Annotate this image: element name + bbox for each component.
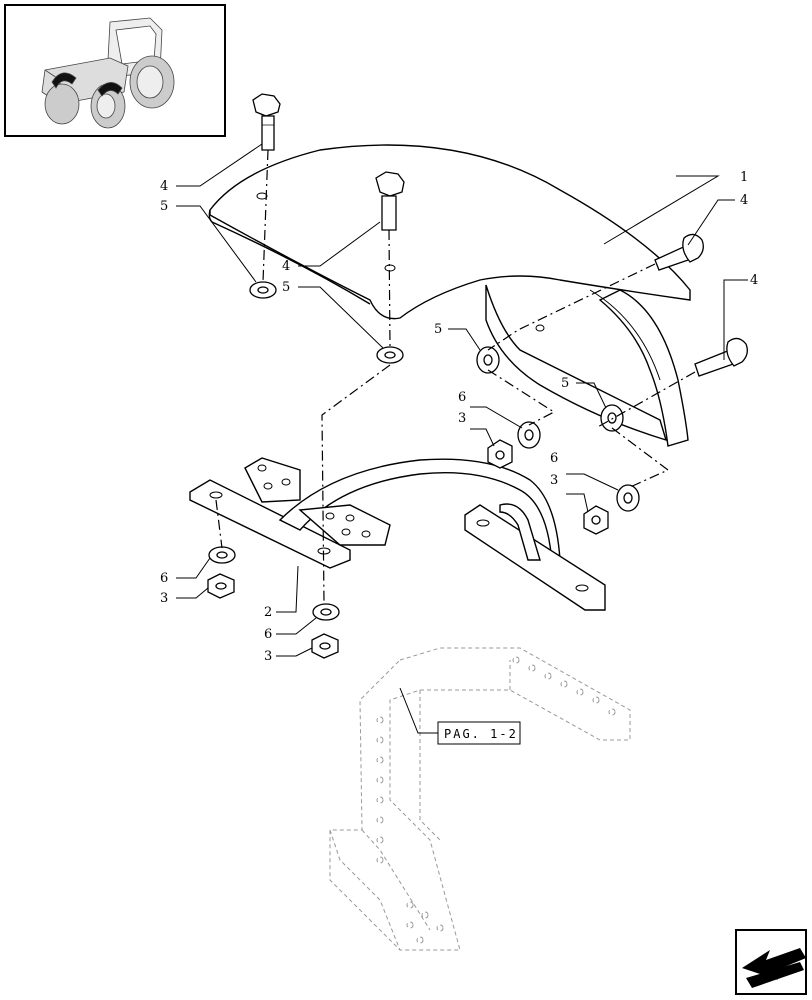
washer-part-6-d (312, 603, 340, 621)
callout-3: 3 (160, 591, 168, 606)
nut-part-3-c (207, 573, 235, 599)
fender-part-1 (208, 144, 691, 447)
bolt-part-4-b (375, 171, 405, 231)
tractor-thumbnail (4, 4, 226, 137)
washer-part-5-c (476, 346, 500, 374)
washer-part-5-d (600, 404, 624, 432)
page-reference[interactable]: PAG. 1-2 (437, 721, 521, 745)
callout-6: 6 (458, 390, 466, 405)
callout-4: 4 (750, 273, 758, 288)
callout-5: 5 (160, 199, 168, 214)
next-page-button[interactable] (735, 929, 807, 995)
callout-3: 3 (458, 411, 466, 426)
nut-part-3-a (487, 439, 513, 469)
callout-4: 4 (740, 193, 748, 208)
bolt-part-4-d (694, 337, 748, 377)
callout-6: 6 (264, 627, 272, 642)
callout-2: 2 (264, 605, 272, 620)
callout-5: 5 (561, 376, 569, 391)
next-page-arrow-icon (742, 948, 806, 988)
callout-6: 6 (160, 571, 168, 586)
callout-5: 5 (434, 322, 442, 337)
callout-6: 6 (550, 451, 558, 466)
washer-part-6-b (616, 484, 640, 512)
assembly-axis-lines (215, 149, 696, 603)
washer-part-5-b (376, 346, 404, 364)
washer-part-6-a (517, 421, 541, 449)
callout-4: 4 (282, 259, 290, 274)
callout-4: 4 (160, 179, 168, 194)
bolt-part-4-a (252, 93, 281, 151)
callout-1: 1 (740, 170, 748, 185)
nut-part-3-b (583, 505, 609, 535)
bolt-part-4-c (654, 233, 704, 271)
referenced-frame-outline (329, 647, 631, 951)
callout-3: 3 (264, 649, 272, 664)
callout-5: 5 (282, 280, 290, 295)
nut-part-3-d (311, 633, 339, 659)
page-reference-label: PAG. 1-2 (444, 727, 518, 741)
leader-lines (176, 143, 748, 734)
bracket-part-2 (189, 457, 606, 611)
tractor-thumbnail-icon (41, 17, 175, 129)
callout-labels: 1 4 5 4 5 4 4 5 6 3 5 6 3 6 3 2 6 3 (160, 170, 758, 664)
washer-part-5-a (249, 281, 277, 299)
callout-3: 3 (550, 473, 558, 488)
washer-part-6-c (208, 546, 236, 564)
